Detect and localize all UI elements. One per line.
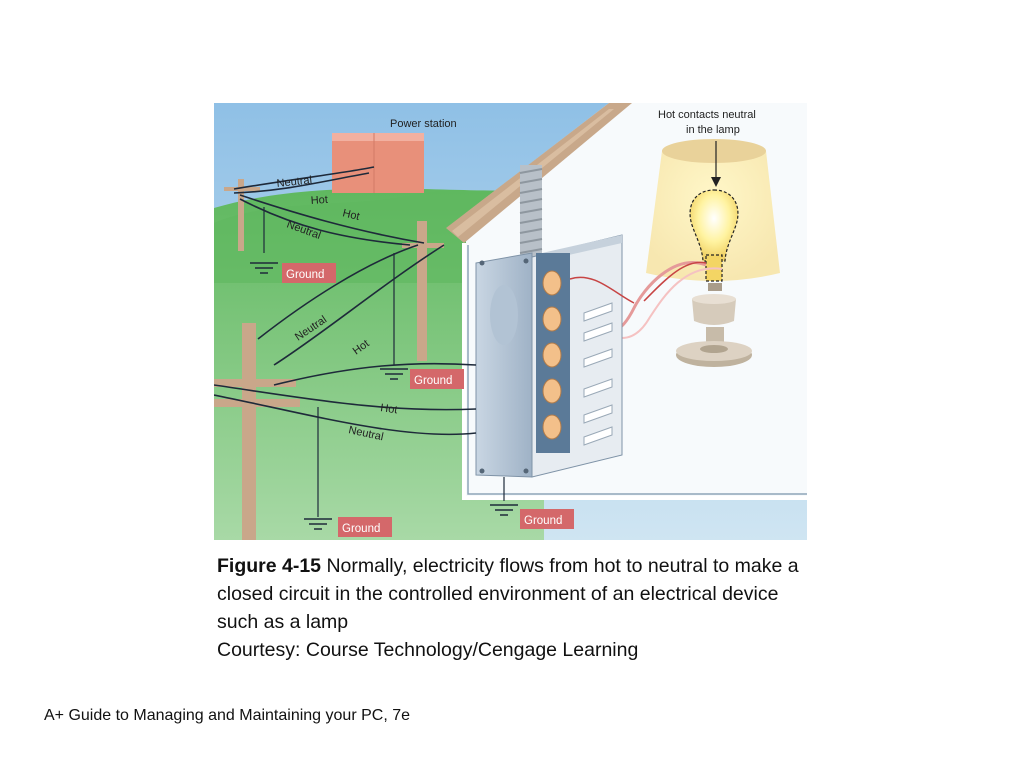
power-station-label: Power station	[390, 118, 457, 130]
breaker-panel	[475, 234, 635, 478]
panel-door	[475, 252, 533, 478]
hill	[214, 190, 544, 283]
lamp-base	[676, 283, 752, 367]
electrical-circuit-diagram: Power station Hot contacts neutral in th…	[214, 103, 807, 540]
power-station	[332, 133, 424, 193]
figure-number: Figure 4-15	[217, 555, 322, 577]
wire-label-hot-top1: Hot	[310, 194, 328, 207]
ground-symbols	[250, 262, 518, 530]
ground-label-3: Ground	[342, 523, 380, 535]
figure-caption: Figure 4-15 Normally, electricity flows …	[217, 552, 817, 664]
ground-badge-2	[410, 369, 464, 389]
ground-label-4: Ground	[524, 515, 562, 527]
power-lines	[214, 166, 477, 436]
ground-label-2: Ground	[414, 375, 452, 387]
wire-label-neutral-top: Neutral	[276, 174, 313, 190]
ground-wires	[263, 207, 505, 517]
ground-badge-4	[520, 509, 574, 529]
conduit	[519, 165, 543, 257]
caption-text: Normally, electricity flows from hot to …	[217, 555, 799, 633]
wire-label-hot-low: Hot	[380, 402, 399, 416]
ground-label-1: Ground	[286, 269, 324, 281]
ground-badge-3	[338, 517, 392, 537]
wire-label-hot-top2: Hot	[341, 207, 361, 223]
hot-contacts-label-line2: in the lamp	[686, 124, 740, 136]
slide-footer: A+ Guide to Managing and Maintaining you…	[44, 707, 411, 724]
utility-poles	[214, 179, 444, 540]
ground-badge-1	[282, 263, 336, 283]
house-wall-frame	[462, 243, 807, 500]
caption-credit: Courtesy: Course Technology/Cengage Lear…	[217, 639, 639, 661]
lamp-bulb	[689, 189, 739, 262]
hot-contacts-label-line1: Hot contacts neutral	[658, 109, 756, 121]
breakers	[542, 270, 562, 440]
